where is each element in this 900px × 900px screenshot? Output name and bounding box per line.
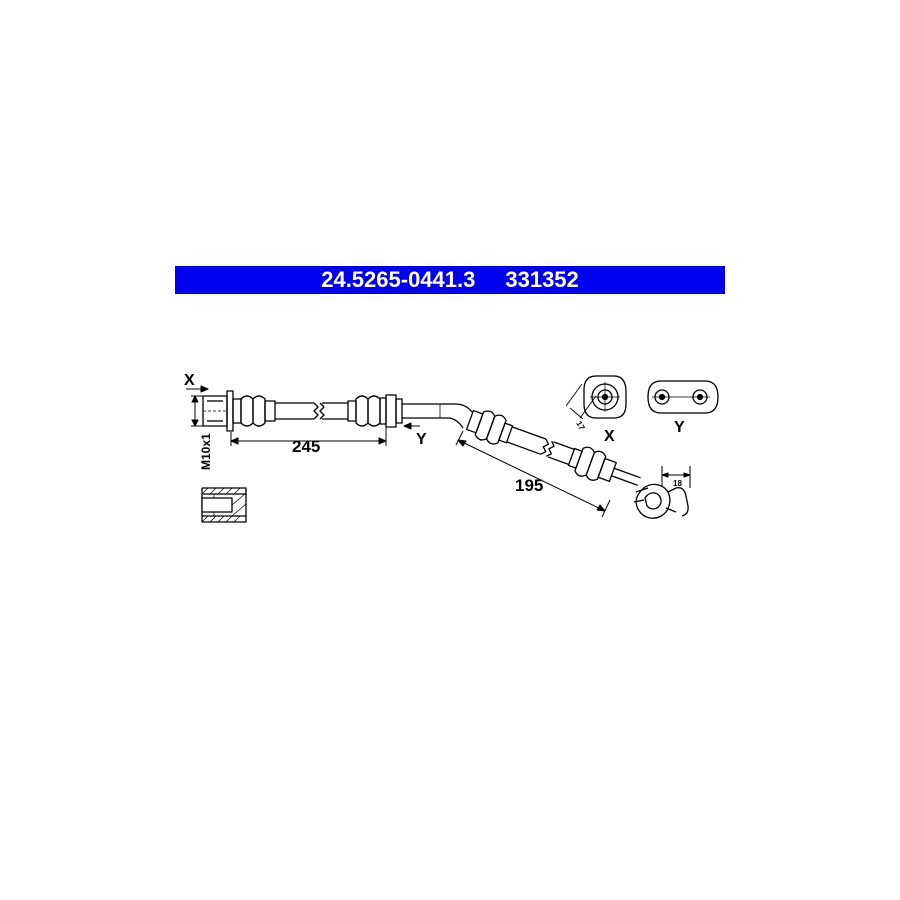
detail-view-y <box>647 380 719 414</box>
hose-segment-right <box>465 409 641 486</box>
left-fitting <box>202 390 276 432</box>
thread-section-detail <box>201 487 247 523</box>
detail-view-x <box>565 375 627 420</box>
dim-x-width-label: 17 <box>574 420 587 433</box>
hose-segment-left <box>275 402 348 420</box>
thread-label: M10x1 <box>199 433 213 470</box>
part-number: 24.5265-0441.3 <box>321 267 476 292</box>
banjo-fitting <box>633 483 689 519</box>
end-y-label: Y <box>416 431 427 448</box>
dim-left-label: 245 <box>292 437 320 456</box>
view-x-label: X <box>604 428 615 445</box>
dim-right-label: 195 <box>515 476 543 495</box>
reference-number: 331352 <box>505 267 579 292</box>
end-x-label: X <box>184 372 195 389</box>
view-y-label: Y <box>674 419 685 436</box>
header-banner: 24.5265-0441.3 331352 <box>175 266 725 294</box>
middle-fitting <box>347 394 403 428</box>
dim-banjo-label: 18 <box>673 479 682 488</box>
steel-pipe <box>402 403 473 429</box>
dimension-lines <box>186 385 691 518</box>
